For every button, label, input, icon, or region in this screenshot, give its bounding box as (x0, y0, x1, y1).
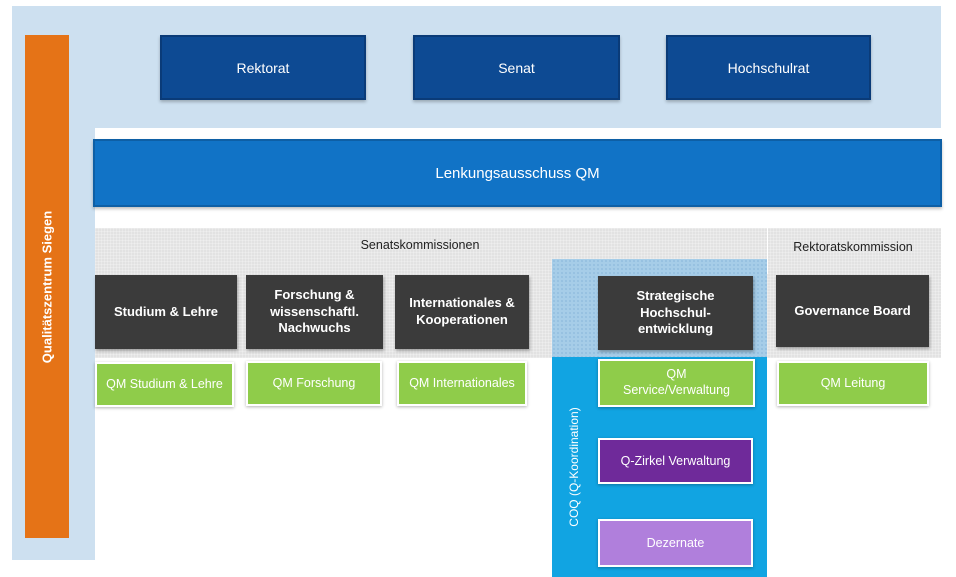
header-divider (767, 228, 768, 274)
dezernate: Dezernate (598, 519, 753, 567)
header-senatskommissionen: Senatskommissionen (360, 238, 480, 252)
coq-label: COQ (Q-Koordination) (567, 407, 581, 527)
qualitaetszentrum-label: Qualitätszentrum Siegen (39, 210, 55, 363)
box-senat: Senat (413, 35, 620, 100)
qm-studium-lehre: QM Studium & Lehre (95, 362, 234, 407)
commission-forschung: Forschung & wissenschaftl. Nachwuchs (246, 275, 383, 349)
coq-label-area: COQ (Q-Koordination) (552, 357, 596, 577)
lenkungsausschuss-bar: Lenkungsausschuss QM (93, 139, 942, 207)
commission-studium-lehre: Studium & Lehre (95, 275, 237, 349)
box-rektorat: Rektorat (160, 35, 366, 100)
commission-internationales: Internationales & Kooperationen (395, 275, 529, 349)
qm-leitung: QM Leitung (777, 361, 929, 406)
qm-service-verwaltung: QM Service/Verwaltung (598, 359, 755, 407)
qualitaetszentrum-bar: Qualitätszentrum Siegen (25, 35, 69, 538)
box-hochschulrat: Hochschulrat (666, 35, 871, 100)
qm-internationales: QM Internationales (397, 361, 527, 406)
qm-forschung: QM Forschung (246, 361, 382, 406)
header-rektoratskommission: Rektoratskommission (793, 240, 913, 254)
commission-governance-board: Governance Board (776, 275, 929, 347)
q-zirkel-verwaltung: Q-Zirkel Verwaltung (598, 438, 753, 484)
commission-strategische-entwicklung: Strategische Hochschul-entwicklung (598, 276, 753, 350)
